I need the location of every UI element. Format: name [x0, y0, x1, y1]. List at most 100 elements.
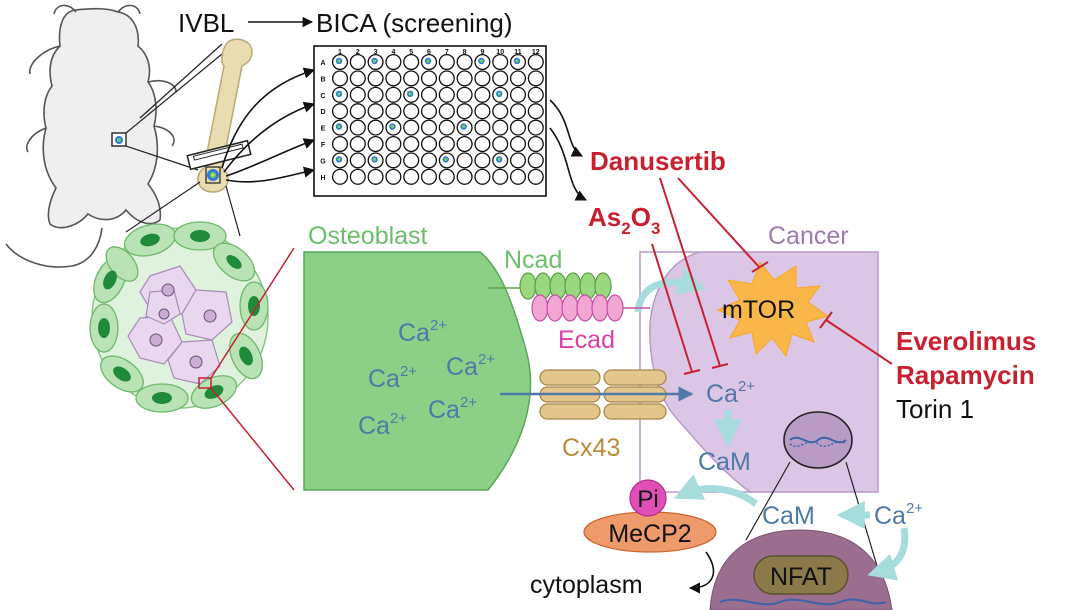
plate-well: [420, 168, 438, 185]
ecad-label: Ecad: [558, 326, 615, 354]
zoom-line-lower: [125, 145, 199, 171]
plate-row-label: D: [320, 109, 325, 116]
plate-well: [420, 135, 438, 153]
ncad-protein: [519, 272, 612, 300]
plate-well: [527, 103, 544, 120]
ncad-label: Ncad: [504, 246, 562, 274]
plate-well: [474, 119, 491, 136]
plate-well: [509, 135, 527, 153]
pi-label: Pi: [637, 486, 658, 513]
plate-well: [331, 103, 349, 120]
plate-wells: [331, 53, 544, 185]
plate-row-label: A: [320, 60, 325, 67]
plate-well: [349, 135, 366, 153]
plate-well: [367, 103, 384, 120]
plate-well: [492, 119, 509, 136]
plate-column-label: 11: [514, 49, 522, 56]
plate-well: [403, 168, 420, 185]
plate-well: [367, 135, 384, 153]
everolimus-label: Everolimus: [896, 326, 1036, 356]
plate-well-signal-core: [426, 59, 430, 63]
nfat-label: NFAT: [770, 563, 832, 591]
plate-well: [474, 168, 491, 185]
svg-text:Ca2+: Ca2+: [446, 351, 495, 381]
plate-column-label: 5: [409, 49, 413, 56]
nfat-dna-strand: [719, 598, 887, 606]
pathway-cam-label: CaM: [762, 502, 815, 530]
plate-well: [385, 135, 402, 153]
plate-well: [456, 135, 473, 153]
mouse-illustration: [5, 4, 177, 268]
plate-row-label: H: [320, 175, 325, 182]
plate-well: [367, 119, 384, 136]
ecad-protein: [531, 294, 624, 322]
plate-well: [492, 70, 509, 87]
plate-row-label: B: [320, 76, 325, 83]
plate-well: [403, 53, 420, 71]
plate-well: [331, 70, 349, 87]
plate-well: [509, 103, 527, 120]
bone-to-plate-arrows: [221, 67, 316, 183]
plate-well: [403, 152, 420, 169]
plate-well: [403, 119, 420, 136]
plate-column-label: 10: [496, 49, 504, 56]
plate-well: [349, 152, 366, 169]
bica-label: BICA (screening): [316, 8, 513, 38]
torin-label: Torin 1: [896, 394, 974, 424]
bone-illustration: [186, 38, 253, 193]
plate-column-label: 3: [374, 49, 378, 56]
plate-well: [438, 119, 455, 136]
plate-to-drugs-arrows: [549, 99, 588, 201]
plate-well: [385, 86, 402, 103]
mtor-label: mTOR: [722, 296, 795, 324]
plate-well: [385, 53, 402, 71]
plate-column-label: 2: [356, 49, 360, 56]
plate-well-signal-core: [479, 59, 483, 63]
plate-column-label: 8: [463, 49, 467, 56]
plate-column-label: 9: [480, 49, 484, 56]
cx43-channel: [539, 369, 667, 420]
junction-to-mtor-arrow: [634, 267, 707, 313]
mtor-burst: [716, 260, 830, 358]
as2o3-label: As2O3: [588, 202, 660, 238]
svg-text:Ca2+: Ca2+: [428, 394, 477, 424]
plate-well: [349, 168, 366, 185]
svg-text:Ca2+: Ca2+: [368, 363, 417, 393]
plate-well: [492, 53, 509, 71]
zoom-line-upper: [125, 53, 223, 134]
plate-well-signal-core: [390, 125, 394, 129]
plate-well: [420, 86, 438, 103]
plate-well-signal-core: [337, 157, 341, 161]
cytoplasm-label: cytoplasm: [530, 571, 643, 599]
plate-column-label: 4: [391, 49, 395, 56]
pathway-calcium-ion: Ca2+: [874, 500, 923, 530]
plate-row-label: E: [321, 126, 326, 133]
plate-well: [367, 86, 384, 103]
plate-well: [349, 53, 366, 71]
plate-well: [349, 119, 366, 136]
osteoblast-label: Osteoblast: [308, 222, 428, 250]
plate-well: [349, 103, 366, 120]
plate-well-signal-core: [337, 92, 341, 96]
plate-column-label: 7: [445, 49, 449, 56]
plate-well: [420, 119, 438, 136]
plate-well: [527, 53, 544, 71]
plate-well: [527, 152, 544, 169]
plate-well: [331, 168, 349, 185]
plate-well: [438, 135, 455, 153]
ivbl-pointer-line: [139, 43, 223, 119]
plate-well-signal-core: [408, 92, 412, 96]
plate-well-signal-core: [373, 157, 377, 161]
ion-label: Ca: [368, 365, 400, 393]
plate-row-label: C: [320, 93, 325, 100]
plate-well: [331, 135, 349, 153]
svg-text:Ca2+: Ca2+: [358, 410, 407, 440]
plate-row-label: F: [321, 142, 326, 149]
plate-well: [367, 70, 384, 87]
plate-well: [438, 70, 455, 87]
plate-well-signal-core: [497, 92, 501, 96]
